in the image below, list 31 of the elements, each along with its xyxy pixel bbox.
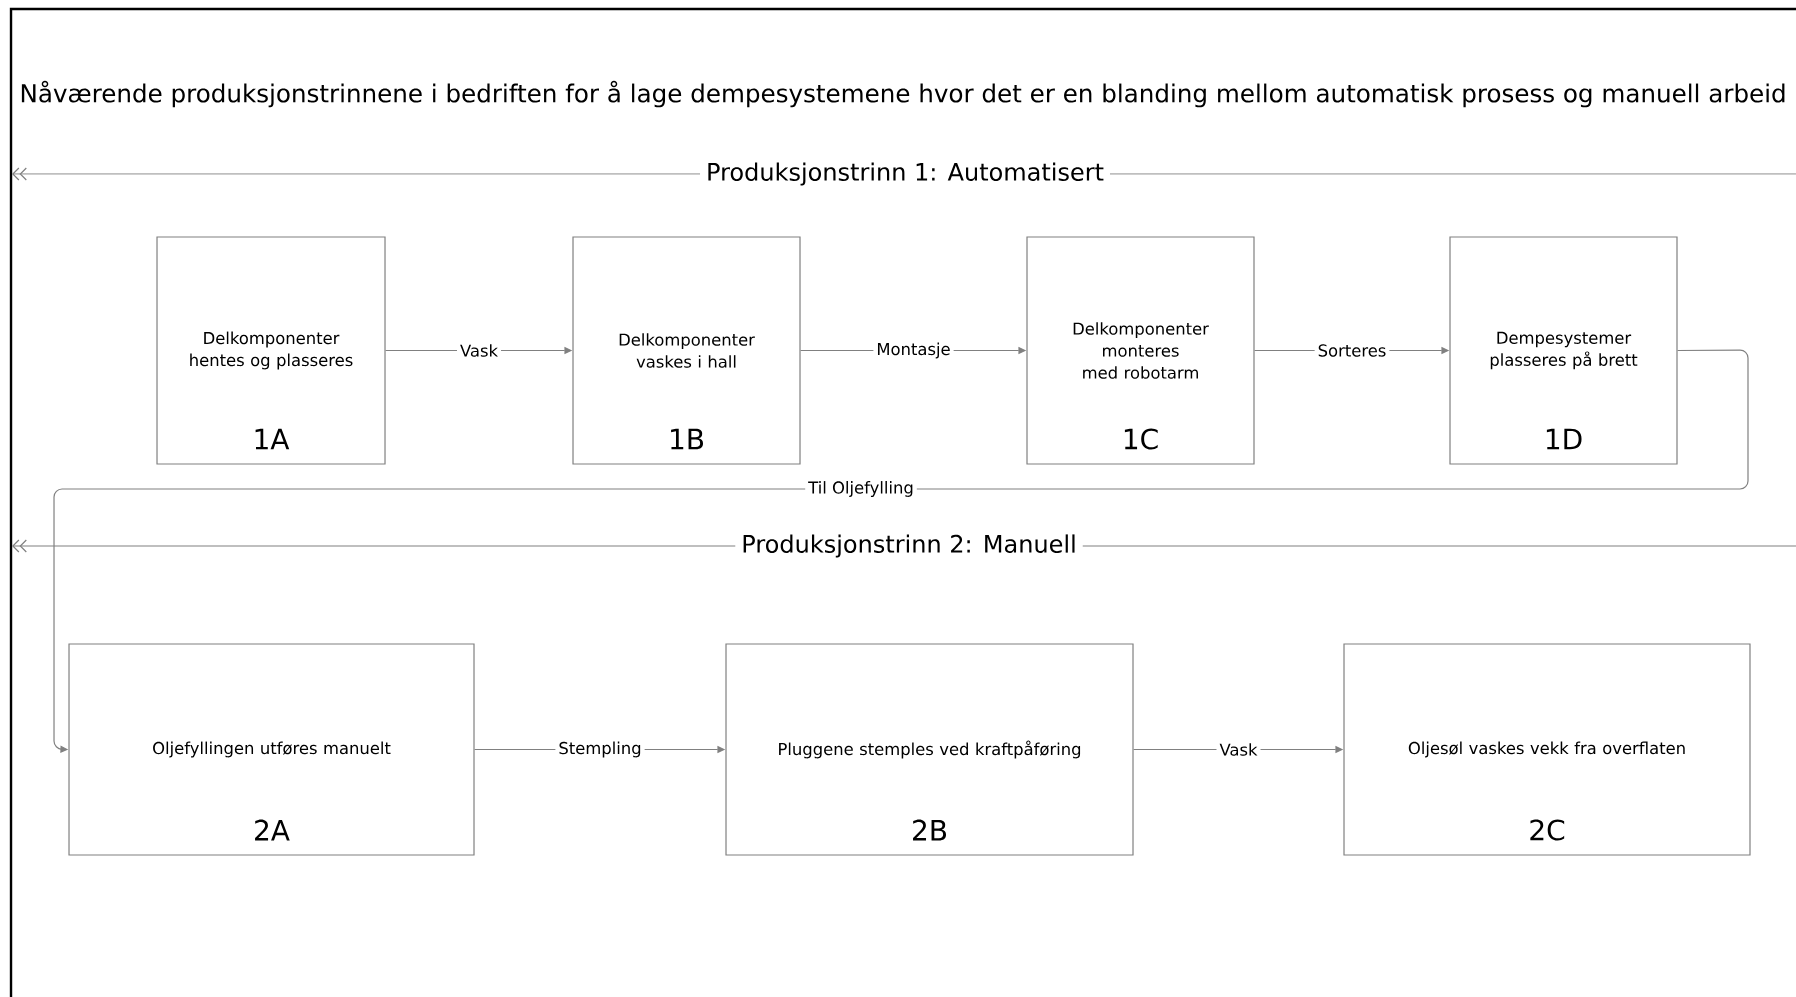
arrow — [53, 349, 1749, 753]
step-number: 2C — [1530, 819, 1565, 841]
step-description: Pluggene stemples ved kraftpåføring — [779, 740, 1081, 759]
step-number: 2A — [255, 819, 290, 841]
step-number: 1A — [255, 428, 290, 450]
step-number: 1B — [671, 428, 704, 450]
section-heading: Produksjonstrinn 2: Manuell — [735, 528, 1083, 564]
process-box — [68, 643, 475, 856]
step-number: 1D — [1546, 428, 1582, 450]
edge-label: Stempling — [555, 738, 645, 761]
edge-label: Montasje — [873, 339, 954, 362]
process-box — [156, 236, 386, 465]
process-box — [1343, 643, 1751, 856]
edge-label: Vask — [1216, 740, 1261, 759]
step-description: Delkomponenter monteres med robotarm — [1073, 322, 1209, 379]
edge-label: Til Oljefylling — [805, 478, 917, 500]
step-description: Oljefyllingen utføres manuelt — [153, 741, 391, 758]
process-box — [1449, 236, 1678, 465]
edge-label: Sorteres — [1314, 341, 1390, 360]
title: Nåværende produksjonstrinnene i bedriften for å lage dempesystemene hvor det er en blanding mellom automatisk prosess og manuell arbeid — [21, 80, 1785, 108]
process-box — [1026, 236, 1255, 465]
process-box — [725, 643, 1134, 856]
step-description: Dempesystemer plasseres på brett — [1490, 331, 1638, 370]
process-box — [572, 236, 801, 465]
step-description: Delkomponenter hentes og plasseres — [190, 331, 353, 370]
section-heading: Produksjonstrinn 1: Automatisert — [700, 156, 1110, 192]
step-number: 1C — [1124, 428, 1158, 450]
step-description: Delkomponenter vaskes i hall — [619, 333, 755, 368]
edge-label: Vask — [457, 341, 502, 360]
step-number: 2B — [913, 819, 946, 841]
step-description: Oljesøl vaskes vekk fra overflaten — [1408, 741, 1685, 758]
